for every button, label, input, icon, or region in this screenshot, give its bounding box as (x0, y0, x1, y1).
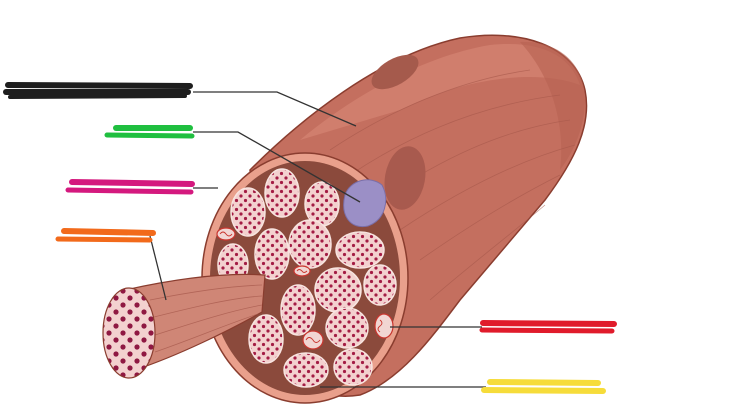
label-bar-muscle-fiber (10, 96, 185, 97)
label-bar-myofibril (58, 239, 150, 240)
label-bar-myofibril (64, 231, 153, 233)
label-bar-nucleus (107, 135, 192, 136)
myofibril-end (103, 288, 155, 378)
label-bar-sarcolemma (72, 182, 192, 184)
label-bar-muscle-fiber (8, 85, 190, 86)
label-bar-sarcoplasm (484, 390, 603, 391)
label-bar-sarcoplasm (490, 382, 598, 383)
label-bar-mitochondrion (482, 330, 612, 331)
label-bar-mitochondrion (483, 323, 614, 324)
label-bar-sarcolemma (68, 190, 191, 192)
